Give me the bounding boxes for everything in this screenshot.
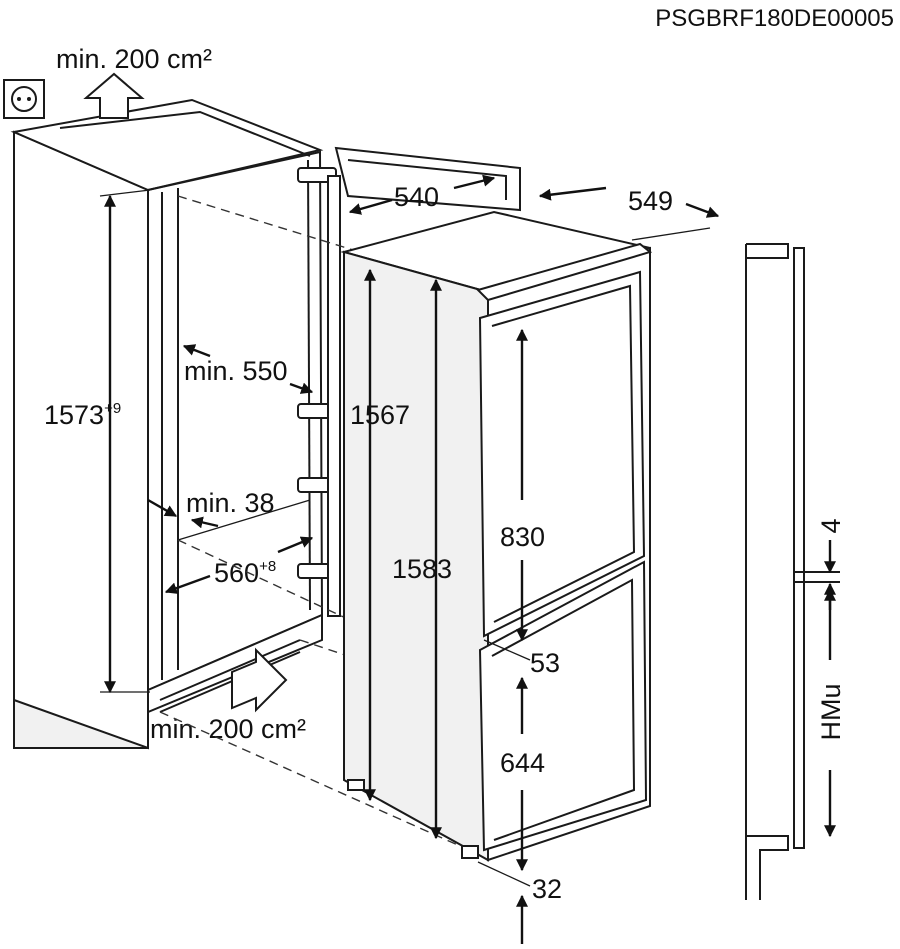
appliance-depth: 549	[628, 186, 673, 216]
svg-text:1573+9: 1573+9	[44, 400, 121, 430]
niche-depth-min: min. 550	[184, 356, 288, 386]
appliance-body-height: 1567	[350, 400, 410, 430]
lower-door-height: 644	[500, 748, 545, 778]
upper-door-height: 830	[500, 522, 545, 552]
door-gap: 53	[530, 648, 560, 678]
svg-text:560+8: 560+8	[214, 558, 276, 588]
appliance-total-height: 1583	[392, 554, 452, 584]
appliance-width: 540	[394, 182, 439, 212]
door-hinges	[297, 167, 341, 617]
niche-height-dimension: 1573+9	[44, 400, 121, 430]
airflow-in-arrow-icon	[231, 647, 288, 713]
profile-height-label: HMu	[816, 683, 846, 740]
appliance-body	[334, 146, 653, 862]
ventilation-top-label: min. 200 cm²	[56, 44, 212, 74]
bottom-offset: 32	[532, 874, 562, 904]
ventilation-bottom-label: min. 200 cm²	[150, 714, 306, 744]
profile-gap: 4	[816, 518, 846, 533]
power-socket-icon	[3, 79, 45, 119]
side-profile	[745, 243, 840, 900]
airflow-up-arrow-icon	[83, 72, 145, 119]
niche-width-dimension: 560+8	[214, 558, 276, 588]
side-gap-min: min. 38	[186, 488, 275, 518]
reference-code: PSGBRF180DE00005	[655, 5, 894, 32]
